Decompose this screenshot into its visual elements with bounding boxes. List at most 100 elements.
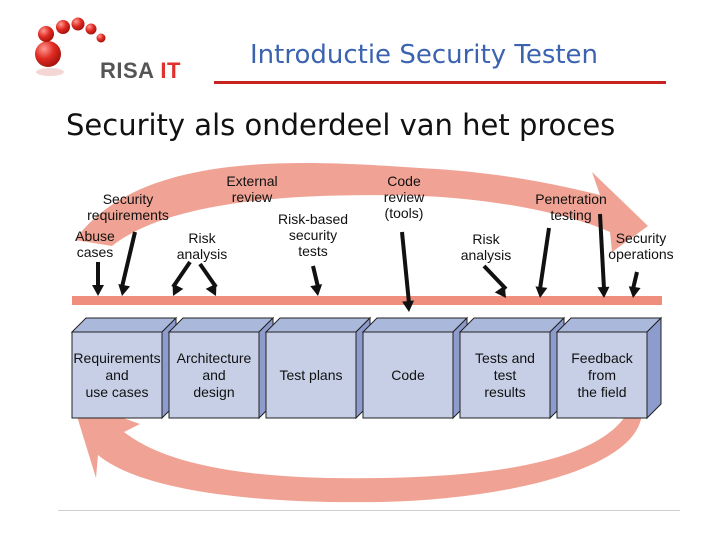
phase-box-top [361,317,469,333]
phase-label: Test plans [279,367,342,383]
phase-label-line: use cases [85,384,148,400]
slide-subtitle: Security als onderdeel van het proces [66,108,616,142]
phase-label-line: from [588,367,616,383]
phase-box-face [556,331,648,419]
activity-arrow-shaft [198,262,218,289]
phase-box-face [71,331,163,419]
activity-arrow-head [205,283,217,296]
title-underline [214,81,666,84]
phase-label: Code [391,367,425,383]
activity-arrow-shaft [120,231,137,288]
activity-arrow [92,262,104,296]
activity-label-line: Risk-based [278,211,348,227]
activity-label-line: analysis [461,247,512,263]
activity-label-line: External [226,173,277,189]
phase-box-top [264,317,372,333]
activity-arrow-shaft [400,231,411,304]
activity-arrow [310,265,323,296]
logo-wordmark: RISA IT [100,58,181,84]
timeline-bar [72,296,662,305]
activity-arrow [597,213,610,298]
page-title: Introductie Security Testen [250,40,599,70]
activity-label-line: requirements [87,207,169,223]
phase-box: Test plans [264,316,372,420]
activity-arrow-head [628,286,641,298]
activity-label-line: Risk [188,230,216,246]
phase-box-face [459,331,551,419]
phase-box-face [362,331,454,419]
phase-label-line: Test plans [279,367,342,383]
logo-bubbles-icon [35,17,106,76]
phase-label-line: design [193,384,234,400]
phase-label-line: test [494,367,517,383]
footer-rule [58,510,680,511]
activity-arrow-head [494,285,506,298]
phase-box-face [168,331,260,419]
phase-label-line: Requirements [73,350,160,366]
logo-suffix: IT [160,58,181,83]
activity-label-line: Code [387,173,421,189]
phase-box-face [265,331,357,419]
bottom-cycle-arrow [72,400,642,503]
phase-box-top [458,317,566,333]
activity-arrow [198,262,218,296]
activity-label-line: Security [103,191,154,207]
activity-label-line: review [384,189,425,205]
phase-label-line: the field [577,384,626,400]
phase-label-line: results [484,384,525,400]
phase-label-line: Tests and [475,350,535,366]
activity-label-line: Security [616,230,667,246]
phase-label-line: and [202,367,225,383]
activity-arrow [400,231,415,312]
activity-label-line: security [289,227,337,243]
phase-box-top [167,317,275,333]
activity-arrow-head [92,285,104,296]
activity-label-line: cases [77,244,114,260]
phase-label-line: and [105,367,128,383]
activity-arrow-shaft [631,271,639,290]
activity-arrow-shaft [311,265,320,288]
activity-label-line: analysis [177,246,228,262]
activity-label-line: Penetration [535,191,607,207]
top-cycle-arrow [75,163,648,252]
phase-box-top [70,317,178,333]
activity-arrow [118,231,137,296]
activity-arrow-shaft [598,213,606,290]
activity-label-line: Risk [472,231,500,247]
activity-arrow-head [310,284,323,296]
phase-box-side [646,316,662,420]
activity-label-line: testing [550,207,591,223]
activity-arrow [535,227,551,298]
activity-arrow-head [597,286,610,298]
activity-label-line: (tools) [385,205,424,221]
activity-arrow-head [172,283,184,296]
activity-label-line: Abuse [75,228,115,244]
activity-arrow [482,264,508,298]
phase-label-line: Code [391,367,425,383]
activity-arrow-head [535,286,548,298]
activity-arrow [171,260,192,296]
phase-label-line: Architecture [177,350,252,366]
activity-label-line: operations [608,246,673,262]
phase-box: Code [361,316,469,420]
phase-label-line: Feedback [571,350,633,366]
risa-it-logo: RISA IT [28,14,188,84]
activity-arrow-shaft [171,260,192,289]
phase-box-top [555,317,663,333]
